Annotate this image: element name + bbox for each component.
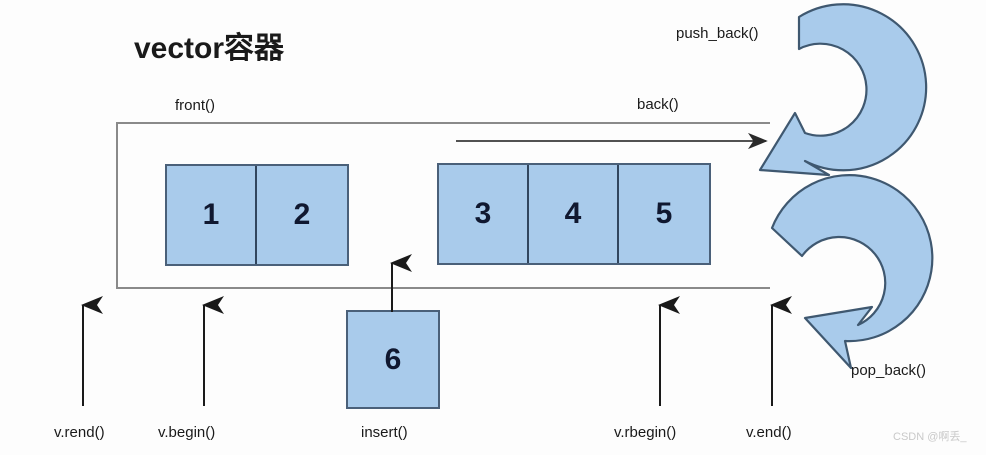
- insert-label: insert(): [361, 424, 408, 441]
- begin-label: v.begin(): [158, 424, 216, 441]
- element-cell: 5: [655, 197, 673, 230]
- page-title: vector容器: [134, 32, 285, 65]
- rend-label: v.rend(): [54, 424, 105, 441]
- end-label: v.end(): [746, 424, 792, 441]
- element-group-left: 1 2: [165, 164, 349, 266]
- element-cell: 2: [293, 198, 311, 231]
- push-back-curved-arrow: [758, 3, 928, 177]
- back-label: back(): [637, 96, 679, 113]
- push-back-label: push_back(): [676, 25, 759, 42]
- watermark: CSDN @啊丢_: [893, 431, 967, 443]
- element-cell: 3: [439, 165, 529, 263]
- element-cell: 4: [529, 165, 619, 263]
- rbegin-label: v.rbegin(): [614, 424, 677, 441]
- element-cell: 1: [167, 166, 257, 264]
- vector-container-box: [116, 122, 770, 289]
- pop-back-label: pop_back(): [851, 362, 927, 379]
- element-group-right: 3 4 5: [437, 163, 711, 265]
- pop-back-curved-arrow: [770, 174, 934, 370]
- insert-element-box: 6: [346, 310, 440, 409]
- front-label: front(): [175, 97, 216, 114]
